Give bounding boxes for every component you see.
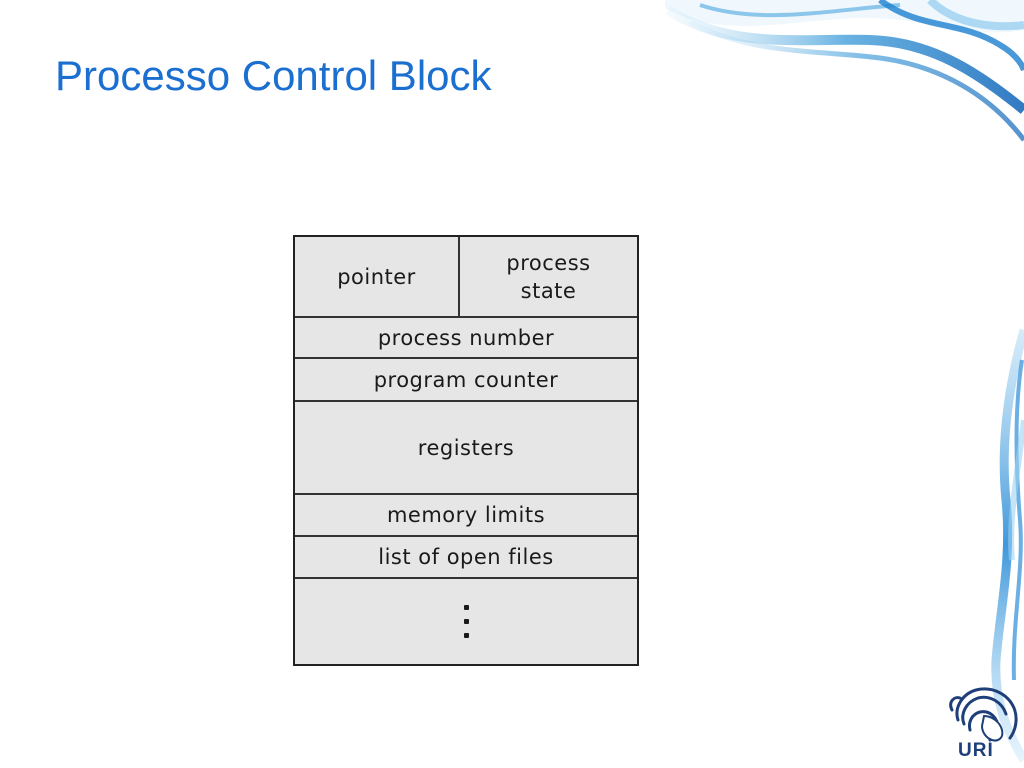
pcb-row-pointer-state: pointer process state [295,237,637,318]
pcb-row-process-number: process number [295,318,637,359]
vertical-ellipsis-icon [463,605,469,638]
pcb-cell-pointer: pointer [295,237,460,316]
uri-emblem-icon [949,687,1018,742]
process-control-block-diagram: pointer process state process number pro… [293,235,639,666]
ellipsis-dot [463,605,469,610]
pcb-row-registers: registers [295,402,637,495]
pcb-row-memory-limits: memory limits [295,495,637,537]
pcb-process-state-line2: state [520,278,577,303]
pcb-cell-process-state: process state [460,237,637,316]
pcb-process-state-line1: process [506,250,591,275]
pcb-row-program-counter: program counter [295,359,637,402]
pcb-row-open-files: list of open files [295,537,637,579]
ellipsis-dot [463,619,469,624]
pcb-row-continuation [295,579,637,664]
uri-logo-text: URI [958,740,994,761]
slide-title: Processo Control Block [55,52,492,99]
ellipsis-dot [463,633,469,638]
